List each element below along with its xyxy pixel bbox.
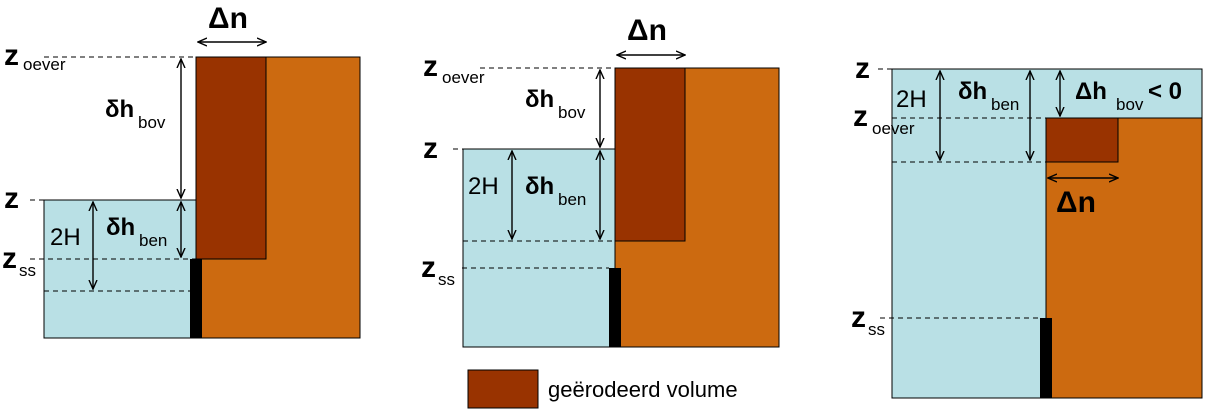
bov-subscript: bov (558, 103, 586, 122)
legend-swatch-eroded (467, 369, 539, 409)
legend-label: geërodeerd volume (548, 377, 738, 402)
delta-n-label: Δn (208, 2, 248, 35)
oever-subscript: oever (23, 55, 66, 74)
ben-subscript: ben (558, 190, 586, 209)
z-label: z (2, 242, 17, 275)
eroded-volume (195, 56, 267, 260)
legend: geërodeerd volume (467, 369, 738, 409)
delta-n-label: Δn (1056, 186, 1096, 219)
water-body (462, 148, 616, 348)
revetment-structure (609, 268, 621, 347)
eroded-volume (1045, 117, 1119, 163)
two-h-label: 2H (896, 86, 927, 113)
dh-label: δh (958, 78, 987, 105)
two-h-label: 2H (468, 173, 499, 200)
dh-label: δh (105, 96, 134, 123)
delta-n-label: Δn (627, 14, 667, 47)
water-body (43, 199, 197, 339)
ben-subscript: ben (991, 95, 1019, 114)
ss-subscript: ss (438, 270, 455, 289)
z-label: z (421, 251, 436, 284)
z-label: z (423, 132, 438, 165)
eroded-volume (614, 67, 686, 242)
oever-subscript: oever (872, 119, 915, 138)
two-h-label: 2H (50, 224, 81, 251)
panel-1: Δn z oever δh bov z 2H δh ben z ss (2, 2, 361, 339)
delta-h-cap-label: Δh (1075, 78, 1107, 105)
revetment-structure (190, 259, 202, 338)
dh-label: δh (106, 214, 135, 241)
panel-2: Δn z oever δh bov z 2H δh ben z ss (421, 14, 780, 348)
dh-label: δh (525, 86, 554, 113)
panel-3: z 2H δh ben Δh bov < 0 z oever Δn z ss (851, 52, 1203, 399)
z-label: z (853, 100, 868, 133)
z-label: z (851, 301, 866, 334)
z-label: z (4, 39, 19, 72)
z-label: z (4, 182, 19, 215)
ben-subscript: ben (139, 231, 167, 250)
oever-subscript: oever (442, 68, 485, 87)
ss-subscript: ss (19, 261, 36, 280)
soil-body (1045, 117, 1203, 399)
z-label: z (855, 52, 870, 85)
ss-subscript: ss (868, 320, 885, 339)
bov-subscript: bov (1116, 95, 1144, 114)
z-label: z (423, 50, 438, 83)
dh-label: δh (525, 173, 554, 200)
revetment-structure (1040, 318, 1052, 398)
less-than-zero-label: < 0 (1148, 78, 1182, 105)
bov-subscript: bov (138, 113, 166, 132)
